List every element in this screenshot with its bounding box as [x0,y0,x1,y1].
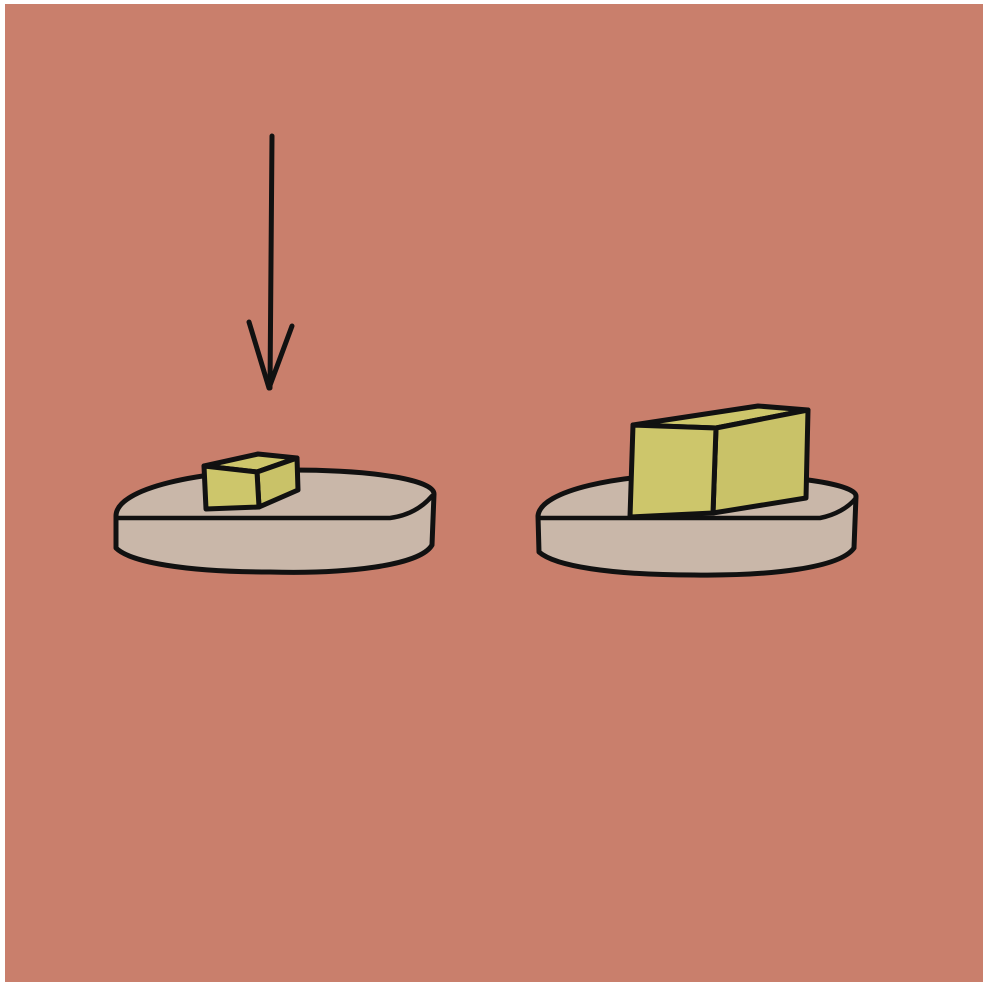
small-block-front [204,466,259,509]
large-block-icon [630,406,808,517]
large-block-side [713,410,808,513]
large-block-front [630,425,716,517]
